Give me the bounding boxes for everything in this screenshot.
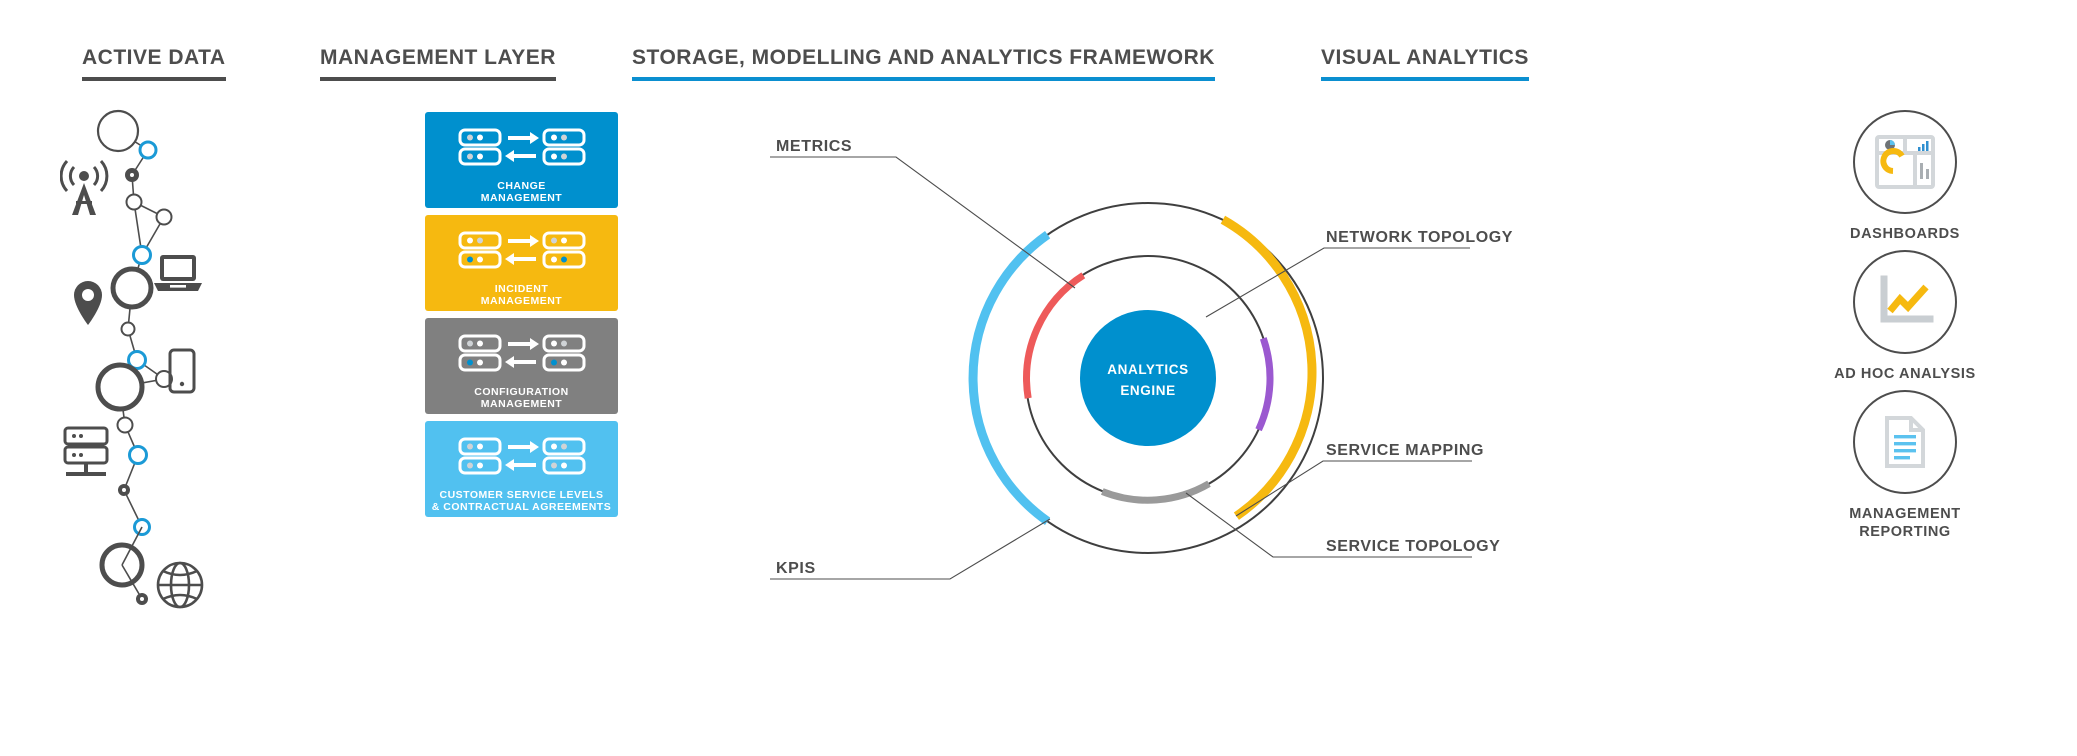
header-rule (320, 77, 556, 81)
exchange-arrows-icon (504, 337, 539, 368)
node-ring (110, 266, 154, 310)
header-rule (632, 77, 1215, 81)
server-exchange-icon (458, 414, 586, 489)
ad-hoc-analysis-circle (1853, 250, 1957, 354)
node-solid-hole (122, 488, 126, 492)
column-header-framework: STORAGE, MODELLING AND ANALYTICS FRAMEWO… (632, 46, 1215, 81)
exchange-arrows-icon (504, 131, 539, 162)
dashboards-circle (1853, 110, 1957, 214)
server-status-dots (466, 237, 567, 262)
column-header-active-data: ACTIVE DATA (82, 46, 226, 81)
management-reporting-circle (1853, 390, 1957, 494)
column-header-visual-analytics: VISUAL ANALYTICS (1321, 46, 1529, 81)
arc-service-topology (1101, 480, 1211, 504)
visual-analytics-label: DASHBOARDS (1850, 226, 1960, 242)
node-accent (127, 350, 147, 370)
framework-svg: ANALYTICS ENGINE METRICS NETWORK TOPOLOG… (770, 138, 1513, 580)
visual-analytics-item-ad-hoc-analysis[interactable]: AD HOC ANALYSIS (1760, 250, 2050, 383)
exchange-arrows-icon (504, 440, 539, 471)
column-header-management-layer: MANAGEMENT LAYER (320, 46, 556, 81)
arc-service-mapping (1255, 337, 1274, 432)
antenna-icon (59, 159, 109, 215)
active-data-network-svg (59, 109, 204, 609)
arc-network-topology (1220, 215, 1317, 520)
document-lines (1894, 435, 1916, 460)
server-exchange-icon (458, 105, 586, 180)
mobile-icon (168, 348, 196, 394)
mini-pie-icon (1885, 140, 1895, 150)
node-small (125, 193, 143, 211)
label-service-mapping: SERVICE MAPPING (1326, 442, 1484, 459)
label-network-topology: NETWORK TOPOLOGY (1326, 229, 1513, 246)
node-solid-hole (130, 173, 134, 177)
node-large (96, 109, 140, 153)
arc-kpis (968, 231, 1051, 525)
visual-analytics-label: AD HOC ANALYSIS (1834, 366, 1976, 382)
management-card-customer-service-levels[interactable]: CUSTOMER SERVICE LEVELS& CONTRACTUAL AGR… (425, 421, 618, 517)
analytics-engine-circle[interactable] (1080, 310, 1216, 446)
header-rule (1321, 77, 1529, 81)
map-pin-icon (74, 281, 102, 325)
dashboard-icon (1875, 135, 1935, 189)
header-rule (82, 77, 226, 81)
visual-analytics-list: DASHBOARDS AD HOC ANALYSIS (1760, 110, 2050, 548)
node-small (120, 321, 136, 337)
column-title: ACTIVE DATA (82, 46, 226, 69)
column-title: MANAGEMENT LAYER (320, 46, 556, 69)
active-data-network (59, 95, 310, 615)
server-status-dots (466, 340, 567, 365)
node-accent (138, 140, 158, 160)
globe-icon (156, 561, 204, 609)
server-icon (63, 426, 109, 476)
server-status-dots (466, 443, 567, 468)
document-icon (1885, 416, 1925, 468)
node-solid-hole (140, 597, 144, 601)
label-service-topology: SERVICE TOPOLOGY (1326, 538, 1500, 555)
server-status-dots (466, 134, 567, 159)
arc-metrics (1023, 272, 1086, 399)
exchange-arrows-icon (504, 234, 539, 265)
mini-donut-icon (1880, 148, 1905, 174)
node-ring (95, 362, 145, 412)
node-small (116, 416, 134, 434)
analytics-framework-diagram: ANALYTICS ENGINE METRICS NETWORK TOPOLOG… (770, 95, 1550, 655)
mini-bars-icon (1918, 141, 1929, 151)
analytics-engine-label-line2: ENGINE (1120, 383, 1175, 398)
leader-lines (770, 156, 1472, 580)
node-small (155, 370, 173, 388)
node-small (155, 208, 173, 226)
analytics-engine-label-line1: ANALYTICS (1107, 362, 1188, 377)
server-exchange-icon (458, 311, 586, 386)
column-title: VISUAL ANALYTICS (1321, 46, 1529, 69)
visual-analytics-item-dashboards[interactable]: DASHBOARDS (1760, 110, 2050, 243)
network-nodes (95, 109, 173, 605)
server-exchange-icon (458, 208, 586, 283)
laptop-icon (154, 255, 202, 291)
column-title: STORAGE, MODELLING AND ANALYTICS FRAMEWO… (632, 46, 1215, 69)
label-metrics: METRICS (776, 138, 852, 155)
label-kpis: KPIS (776, 560, 816, 577)
node-accent (128, 445, 148, 465)
node-accent (132, 245, 152, 265)
management-card-caption: CUSTOMER SERVICE LEVELS& CONTRACTUAL AGR… (431, 488, 612, 514)
mini-bars2-icon (1920, 163, 1929, 179)
line-chart-icon (1880, 275, 1934, 323)
